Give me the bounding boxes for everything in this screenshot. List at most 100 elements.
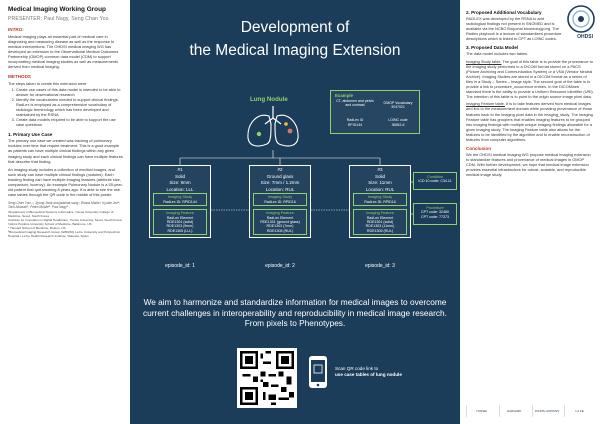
procedure-code: CPT code: 32480 <box>421 210 449 215</box>
imaging-study-table-text: The goal of this table is to provide the… <box>466 58 594 100</box>
nodule-marker <box>284 122 288 126</box>
imaging-study-box: Imaging Study RadLex ID: RPID144 <box>153 193 207 207</box>
finding-type: Ground glass <box>266 173 294 179</box>
finding-id: #2 <box>277 167 283 172</box>
example-omop-value: 3047021 <box>391 105 405 109</box>
feature-line: RDE1305 (RUL) <box>366 228 394 233</box>
mission-statement: We aim to harmonize and standardize info… <box>143 297 447 329</box>
episode-label-2: episode_id: 2 <box>265 263 295 269</box>
lungs-icon <box>247 106 299 147</box>
imaging-feature-heading: Imaging Feature <box>266 211 294 216</box>
institution-logo: LA FE <box>564 405 594 417</box>
feature-line: RDE1303 (7mm) <box>266 224 294 229</box>
imaging-study-radlex: RadLex ID: RPID16 <box>364 199 396 204</box>
scan-line-2: use case tables of lung nodule <box>335 371 402 377</box>
use-case-text-2: An imaging study includes a collection o… <box>8 166 124 198</box>
scan-line-1: Scan QR code link to <box>335 366 379 371</box>
affiliation: ²Institute for Innovation in Digital Hea… <box>8 217 122 222</box>
imaging-study-heading: Imaging Study <box>267 195 293 200</box>
imaging-study-radlex: RadLex ID: RPID144 <box>163 199 197 204</box>
affiliation: ³Johns Hopkins University School of Medi… <box>8 221 92 226</box>
method-step: Identify the vocabularies needed to supp… <box>16 97 124 117</box>
data-model-heading: 3. Proposed Data Model <box>466 45 519 51</box>
conclusion-heading: Conclusion <box>466 146 492 152</box>
procedure-code: CPT code: 77373 <box>421 214 449 219</box>
finding-id: #3 <box>377 167 383 172</box>
finding-type: Solid <box>174 173 185 179</box>
intro-text: Medical Imaging plays an essential part … <box>8 33 119 70</box>
finding-card-3: #3 Solid Size: 11mm Location: RUL Imagin… <box>349 165 411 239</box>
nodule-marker <box>287 128 293 134</box>
qr-code[interactable] <box>237 348 297 408</box>
feature-line: RDE1303 (11mm) <box>365 224 395 229</box>
vocabulary-text: RADLEX was developed by the RSNA to add … <box>466 16 562 42</box>
use-case-text-1: The primary use case we created was trac… <box>8 138 123 164</box>
poster-title: Development of the Medical Imaging Exten… <box>130 16 460 62</box>
intro-heading: INTRO: <box>8 27 24 32</box>
feature-line: RadLex Element <box>266 215 294 220</box>
institution-logo: YONSEI <box>466 405 496 417</box>
procedure-box: Procedure CPT code: 32480 CPT code: 7737… <box>413 203 457 225</box>
author-list: Seng Chan You¹,², Jiyong Jisak woojadaha… <box>8 201 121 210</box>
example-radlex-value: RPID144 <box>347 122 363 127</box>
methods-steps: Create use cases of this data model is i… <box>8 87 124 127</box>
imaging-feature-heading: Imaging Feature <box>166 211 194 216</box>
institution-logos: YONSEI HARVARD JOHNS HOPKINS LA FE <box>466 405 594 419</box>
episode-label-3: episode_id: 3 <box>365 263 395 269</box>
finding-card-1: #1 Solid Size: 9mm Location: LLL Imaging… <box>149 165 211 239</box>
feature-line: RDE1305 (RUL) <box>266 228 294 233</box>
example-ct-text: CT, abdomen and pelvis and contrast <box>336 99 374 108</box>
example-box: Example CT, abdomen and pelvis and contr… <box>330 90 420 134</box>
procedure-heading: Procedure <box>426 206 444 210</box>
conclusion-text: We the OHDSI medical imaging WG propose … <box>466 152 591 178</box>
imaging-feature-box: Imaging Feature RadLex Element RDE1301 (… <box>353 209 407 236</box>
imaging-feature-box: Imaging Feature RadLex Element RDE1301 (… <box>253 209 307 236</box>
presenter-line: PRESENTER: Paul Nagy, Seng Chan You <box>8 16 109 22</box>
imaging-study-radlex: RadLex ID: RPID16 <box>264 199 296 204</box>
example-loinc-label: LOINC code <box>388 118 408 122</box>
imaging-feature-heading: Imaging Feature <box>366 211 394 216</box>
smartphone-icon <box>309 356 327 388</box>
finding-type: Solid <box>374 173 385 179</box>
left-column: Medical Imaging Working Group PRESENTER:… <box>0 0 130 424</box>
feature-line: RDE1301 (ground glass) <box>260 220 300 224</box>
example-omop-label: OMOP Vocabulary <box>383 101 413 105</box>
finding-card-2: #2 Ground glass Size: 7mm / 1.2mm Locati… <box>249 165 311 239</box>
affiliations: ¹Department of Biomedical Systems Inform… <box>8 210 124 238</box>
affiliation: ⁵Biomedical Imaging Research Group (GIBI… <box>8 229 121 238</box>
imaging-study-box: Imaging Study RadLex ID: RPID16 <box>353 193 407 207</box>
institution-logo: HARVARD <box>498 405 529 417</box>
imaging-feature-table-text: It is to take features derived from medi… <box>466 101 593 142</box>
lung-nodule-label: Lung Nodule <box>250 96 288 103</box>
condition-box: Condition ICD 10 code: C34.11 <box>413 172 457 190</box>
imaging-study-table-link[interactable]: Imaging Study table. <box>466 58 502 64</box>
imaging-study-heading: Imaging Study <box>167 195 193 200</box>
example-loinc-value: 36552-6 <box>391 122 405 127</box>
imaging-study-description: Imaging Study table. The goal of this ta… <box>466 59 594 100</box>
right-column: OHDSI 2. Proposed Additional Vocabulary … <box>460 0 600 424</box>
nodule-marker <box>256 131 262 137</box>
feature-line: RDE1305 (LLL) <box>167 228 193 233</box>
imaging-study-box: Imaging Study RadLex ID: RPID16 <box>253 193 307 207</box>
ohdsi-logo-text: OHDSI <box>577 34 593 40</box>
imaging-feature-table-link[interactable]: Imaging Feature table. <box>466 101 505 107</box>
finding-location: Location: LLL <box>166 186 194 192</box>
working-group-name: Medical Imaging Working Group <box>8 6 106 13</box>
episode-label-1: episode_id: 1 <box>165 263 195 269</box>
institution-logo: JOHNS HOPKINS <box>531 405 562 417</box>
data-model-text: The data model includes two tables. <box>466 51 529 57</box>
qr-code-icon <box>240 351 294 405</box>
condition-heading: Condition <box>426 175 444 179</box>
feature-line: RDE1303 (9mm) <box>166 224 194 229</box>
example-radlex-label: RadLex ID <box>346 118 364 122</box>
feature-line: RadLex Element <box>366 215 394 220</box>
ohdsi-logo-icon <box>567 5 595 33</box>
imaging-feature-description: Imaging Feature table. It is to take fea… <box>466 101 594 142</box>
affiliation: ⁴ Harvard School of Medicine, Boston, US <box>8 225 66 230</box>
finding-location: Location: RUL <box>365 186 395 192</box>
title-line-1: Development of <box>240 19 350 36</box>
feature-line: RDE1301 (solid) <box>366 220 394 224</box>
method-step: Create data models required to be able t… <box>16 117 124 127</box>
title-line-2: the Medical Imaging Extension <box>189 42 401 59</box>
example-title: Example <box>335 93 354 98</box>
